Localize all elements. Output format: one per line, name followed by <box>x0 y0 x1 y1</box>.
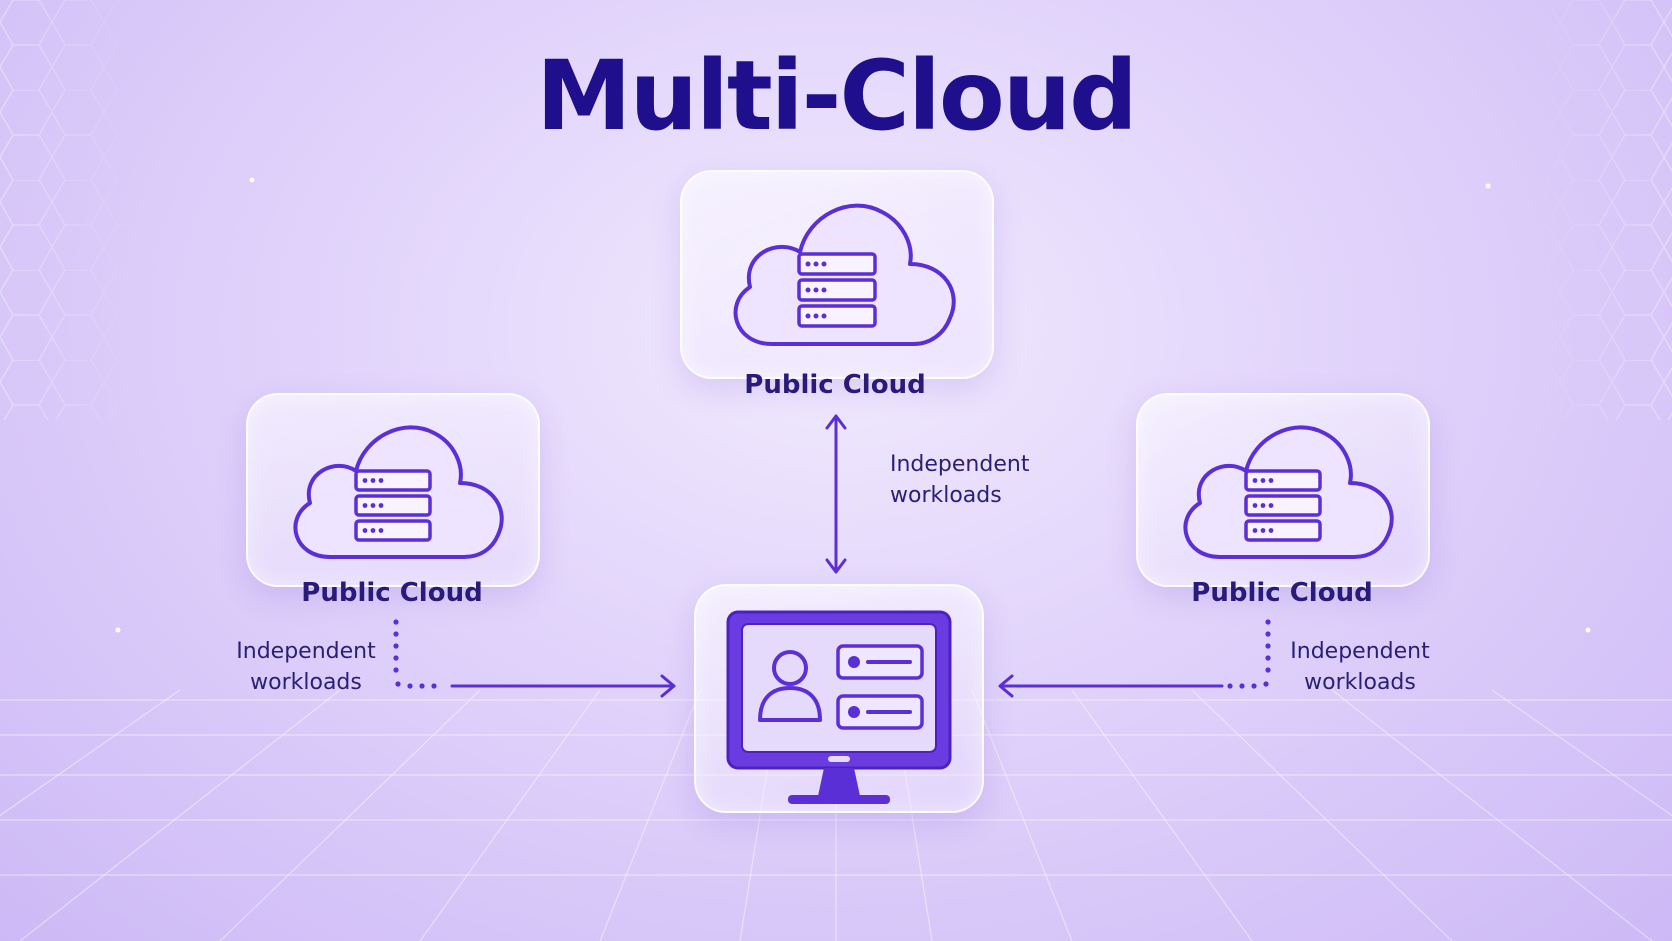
workload-note-right: Independent workloads <box>1286 636 1434 698</box>
cloud-server-icon <box>293 425 504 559</box>
client-card <box>694 584 984 813</box>
cloud-server-icon <box>1183 425 1394 559</box>
cloud-label-right: Public Cloud <box>1191 578 1373 608</box>
workload-note-line2: workloads <box>250 670 362 695</box>
cloud-card-right <box>1136 393 1430 587</box>
cloud-card-top <box>680 170 994 379</box>
cloud-label-top: Public Cloud <box>744 370 926 400</box>
monitor-user-icon <box>726 610 952 804</box>
workload-note-line2: workloads <box>1304 670 1416 695</box>
workload-note-line1: Independent <box>890 452 1030 477</box>
workload-note-line1: Independent <box>236 639 376 664</box>
cloud-card-left <box>246 393 540 587</box>
workload-note-top: Independent workloads <box>890 449 1029 511</box>
workload-note-line2: workloads <box>890 483 1002 508</box>
cloud-server-icon <box>733 203 956 346</box>
page-title: Multi-Cloud <box>536 40 1138 152</box>
workload-note-line1: Independent <box>1290 639 1430 664</box>
workload-note-left: Independent workloads <box>232 636 380 698</box>
cloud-label-left: Public Cloud <box>301 578 483 608</box>
